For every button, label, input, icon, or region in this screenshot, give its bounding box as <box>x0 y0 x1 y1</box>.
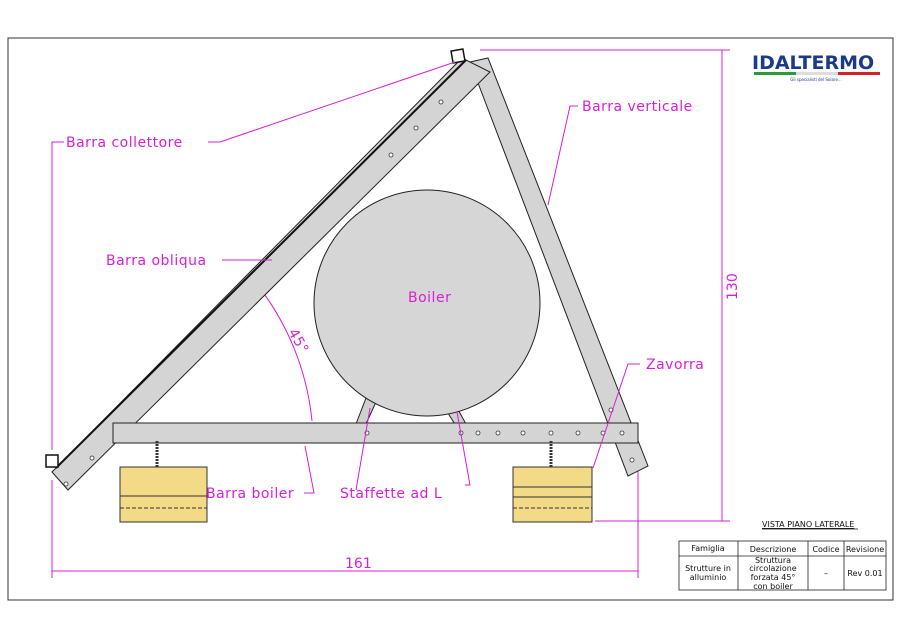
header-codice: Codice <box>812 545 839 554</box>
label-zavorra: Zavorra <box>646 357 704 373</box>
boiler-tank <box>313 189 541 417</box>
view-title: VISTA PIANO LATERALE <box>762 520 854 529</box>
ballast-left <box>119 441 208 523</box>
drawing-frame <box>7 37 894 601</box>
dimension-height: 130 <box>725 273 741 300</box>
boiler-bar <box>112 422 639 444</box>
label-barra-verticale: Barra verticale <box>582 99 693 115</box>
label-barra-boiler: Barra boiler <box>206 486 294 502</box>
leader-lines <box>51 61 640 494</box>
label-barra-collettore: Barra collettore <box>66 135 183 151</box>
descrizione-value: Struttura <box>755 556 791 565</box>
vertical-bar <box>469 57 649 477</box>
header-descrizione: Descrizione <box>750 545 797 554</box>
label-boiler: Boiler <box>408 290 451 306</box>
svg-text:Gli specialisti del Solare...: Gli specialisti del Solare... <box>790 77 841 82</box>
descrizione-value: circolazione <box>749 564 797 573</box>
collector-oblique-bar <box>51 57 491 491</box>
title-block <box>678 540 887 591</box>
svg-text:IDALTERMO: IDALTERMO <box>752 52 874 74</box>
descrizione-value: con boiler <box>753 582 793 591</box>
dimension-width: 161 <box>345 556 372 572</box>
label-angle: 45° <box>285 326 312 357</box>
end-cap-bottom <box>45 454 59 468</box>
header-revisione: Revisione <box>846 545 884 554</box>
header-famiglia: Famiglia <box>691 544 724 553</box>
descrizione-value: forzata 45° <box>751 573 796 582</box>
label-barra-obliqua: Barra obliqua <box>106 253 207 269</box>
bolt-holes <box>63 99 635 487</box>
revisione-value: Rev 0.01 <box>847 569 882 578</box>
end-cap-top <box>450 48 466 64</box>
ballast-right <box>512 441 593 523</box>
famiglia-value: Strutture in <box>685 564 731 573</box>
codice-value: – <box>824 569 828 578</box>
label-staffette: Staffette ad L <box>340 486 442 502</box>
famiglia-value: alluminio <box>690 573 727 582</box>
idaltermo-logo: IDALTERMO Gli specialisti del Solare... <box>752 52 880 82</box>
